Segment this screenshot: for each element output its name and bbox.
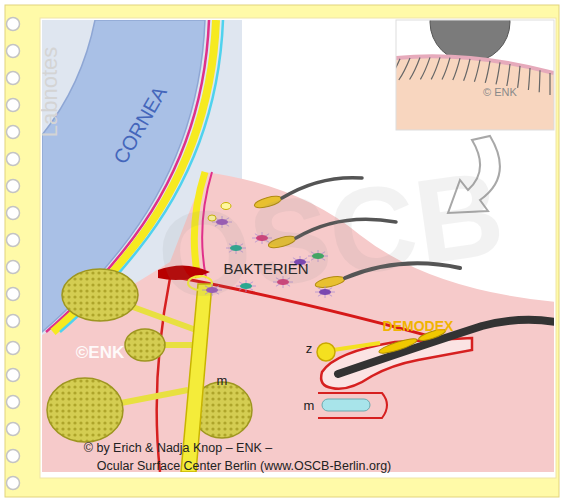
inset-frame — [396, 20, 554, 130]
zeis-duct — [333, 343, 380, 350]
inset-lash — [399, 58, 410, 80]
meibomian-acinus — [47, 378, 123, 442]
inset-lash — [528, 68, 530, 90]
inset-lash — [496, 62, 500, 84]
drawing-panel — [40, 18, 556, 478]
inset-lid — [396, 57, 554, 130]
spiral-hole — [7, 18, 20, 31]
inset-lash — [539, 70, 541, 92]
part-label: z — [306, 342, 313, 355]
eye-section — [42, 20, 554, 472]
spiral-hole — [7, 234, 20, 247]
inset-lash — [431, 57, 440, 79]
spiral-hole — [7, 450, 20, 463]
part-label: m — [217, 374, 228, 387]
moll-gland — [322, 399, 370, 411]
notebook-page — [5, 5, 559, 497]
inset-lash — [507, 64, 510, 86]
inset-lash — [410, 58, 420, 80]
watermark: Labnotes — [39, 47, 61, 138]
spiral-hole — [7, 342, 20, 355]
watermark: © ENK — [483, 87, 517, 98]
large-eyelash — [338, 320, 554, 374]
copyright-line: Ocular Surface Center Berlin (www.OSCB-B… — [97, 460, 392, 473]
moll-gland-outline — [318, 393, 387, 418]
spiral-hole — [7, 477, 20, 490]
spiral-hole — [7, 288, 20, 301]
inset-lash — [464, 59, 470, 81]
inset-lash — [485, 61, 490, 83]
inset-lash — [453, 58, 460, 80]
inset-lash — [396, 59, 400, 81]
spiral-hole — [7, 180, 20, 193]
spiral-hole — [7, 207, 20, 220]
spiral-hole — [7, 369, 20, 382]
spiral-holes — [7, 18, 20, 490]
watermark: ©ENK — [76, 344, 124, 361]
zeis-gland — [317, 343, 335, 361]
spiral-hole — [7, 153, 20, 166]
spiral-hole — [7, 45, 20, 58]
spiral-hole — [7, 261, 20, 274]
inset-lash — [442, 58, 450, 80]
part-label: DEMODEX — [383, 319, 454, 333]
inset-lash — [474, 60, 480, 82]
inset-lash — [549, 73, 550, 95]
inset-lash — [518, 66, 520, 88]
spiral-hole — [7, 315, 20, 328]
inset-lash — [420, 57, 430, 79]
spiral-hole — [7, 99, 20, 112]
meibomian-acinus — [125, 329, 165, 361]
eye-inset — [396, 20, 554, 130]
inset-lashes — [396, 57, 550, 95]
spiral-hole — [7, 423, 20, 436]
spiral-hole — [7, 72, 20, 85]
meibomian-acinus — [62, 269, 138, 321]
copyright-line: © by Erich & Nadja Knop – ENK – — [84, 442, 272, 455]
spiral-hole — [7, 126, 20, 139]
part-label: m — [304, 399, 315, 412]
demodex-mite — [378, 336, 419, 356]
spiral-hole — [7, 396, 20, 409]
